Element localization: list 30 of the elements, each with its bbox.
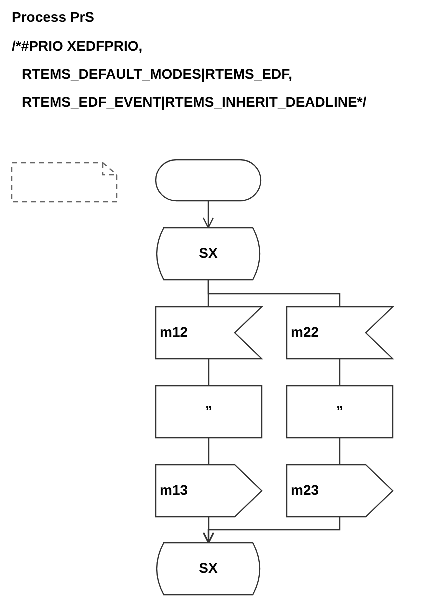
- flow-line: [208, 359, 210, 386]
- symbol-label: ”: [204, 403, 214, 419]
- task-box: [156, 386, 262, 438]
- symbol-label: m23: [291, 482, 320, 498]
- comment-symbol: [12, 163, 117, 202]
- flow-arrow: [202, 517, 341, 544]
- task-box: [287, 386, 393, 438]
- output-signal-symbol: [156, 465, 262, 517]
- flow-line: [339, 359, 341, 386]
- comment-text: RTEMS_EDF_EVENT|RTEMS_INHERIT_DEADLINE*/: [22, 94, 367, 110]
- flow-line: [339, 438, 341, 465]
- flow-arrow: [202, 201, 214, 229]
- comment-text: RTEMS_DEFAULT_MODES|RTEMS_EDF,: [22, 66, 292, 82]
- comment-text: /*#PRIO XEDFPRIO,: [12, 38, 143, 54]
- output-signal-symbol: [287, 465, 393, 517]
- symbol-label: m22: [291, 324, 320, 340]
- symbol-label: SX: [198, 560, 219, 576]
- symbol-label: m13: [160, 482, 188, 498]
- input-signal-symbol: [287, 307, 393, 359]
- flow-line: [208, 438, 210, 465]
- state-symbol: [156, 228, 261, 280]
- symbol-label: ”: [336, 403, 344, 419]
- symbol-label: m12: [160, 324, 188, 340]
- state-symbol: [156, 543, 261, 595]
- symbol-label: SX: [198, 245, 219, 261]
- flow-arrow: [203, 517, 215, 544]
- process-title: Process PrS: [12, 9, 94, 25]
- start-symbol: [156, 160, 261, 201]
- input-signal-symbol: [156, 307, 262, 359]
- flow-line: [208, 280, 341, 307]
